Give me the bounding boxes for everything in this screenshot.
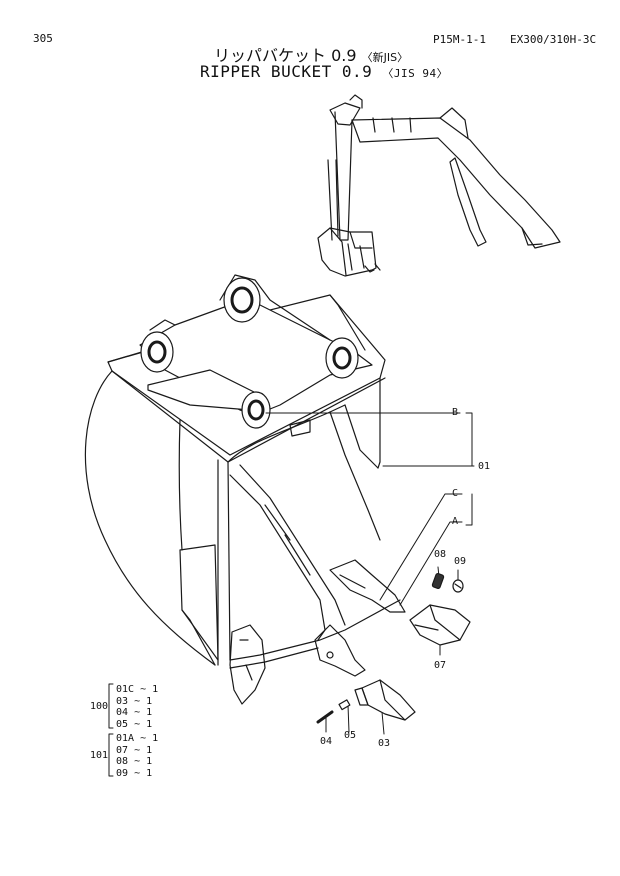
tooth-07: [409, 604, 471, 646]
tooth-03: [354, 679, 416, 721]
kit-qty: ~ 1: [134, 744, 153, 756]
kit-row: 03 ~ 1: [116, 696, 158, 708]
kit-part: 09: [116, 767, 129, 779]
callout-b: B: [452, 407, 459, 418]
title-japanese-standard: 〈新JIS〉: [361, 51, 409, 64]
model-code: EX300/310H-3C: [510, 33, 597, 46]
kit-qty: ~ 1: [140, 733, 159, 744]
kit-101-list: 01A ~ 1 07 ~ 1 08 ~ 1 09 ~ 1: [116, 733, 158, 779]
callout-leaders: [265, 412, 475, 735]
kit-part: 05: [116, 718, 129, 730]
kit-code-101: 101: [90, 750, 109, 761]
callout-c: C: [452, 488, 459, 499]
kit-braces: [108, 683, 114, 777]
kit-part: 08: [116, 756, 129, 767]
title-japanese-text: リッパバケット 0.9: [214, 46, 357, 65]
page-number: 305: [33, 32, 53, 45]
kit-row: 08 ~ 1: [116, 756, 158, 768]
kit-code-100: 100: [90, 701, 109, 712]
callout-05: 05: [344, 730, 357, 741]
callout-a: A: [452, 516, 459, 527]
kit-qty: ~ 1: [134, 707, 153, 718]
kit-qty: ~ 1: [134, 767, 153, 779]
kit-100-list: 01C ~ 1 03 ~ 1 04 ~ 1 05 ~ 1: [116, 684, 158, 730]
lock-09: [452, 579, 464, 593]
kit-qty: ~ 1: [134, 695, 153, 707]
callout-08: 08: [434, 549, 447, 560]
title-japanese: リッパバケット 0.9 〈新JIS〉: [214, 42, 408, 66]
callout-03: 03: [378, 738, 391, 749]
excavator-arm-inset: [317, 94, 561, 277]
callout-07: 07: [434, 660, 447, 671]
kit-row: 07 ~ 1: [116, 745, 158, 757]
kit-row: 09 ~ 1: [116, 768, 158, 780]
kit-qty: ~ 1: [134, 718, 153, 730]
title-english: RIPPER BUCKET 0.9 〈JIS 94〉: [200, 62, 448, 81]
kit-row: 05 ~ 1: [116, 719, 158, 731]
callout-09: 09: [454, 556, 467, 567]
pin-04: [316, 710, 334, 724]
callout-04: 04: [320, 736, 333, 747]
title-english-text: RIPPER BUCKET 0.9: [200, 62, 373, 81]
kit-qty: ~ 1: [134, 756, 153, 767]
bucket-link-bosses: [139, 274, 373, 437]
kit-row: 01C ~ 1: [116, 684, 158, 696]
kit-row: 01A ~ 1: [116, 733, 158, 745]
kit-part: 01C: [116, 684, 135, 695]
kit-part: 04: [116, 707, 129, 718]
kit-part: 07: [116, 744, 129, 756]
lock-05: [338, 699, 351, 711]
pin-08: [431, 573, 445, 589]
kit-qty: ~ 1: [140, 684, 159, 695]
kit-part: 03: [116, 695, 129, 707]
kit-row: 04 ~ 1: [116, 707, 158, 719]
callout-01: 01: [478, 461, 491, 472]
page-code: P15M-1-1: [433, 33, 486, 46]
title-english-standard: 〈JIS 94〉: [382, 67, 449, 80]
kit-part: 01A: [116, 733, 135, 744]
